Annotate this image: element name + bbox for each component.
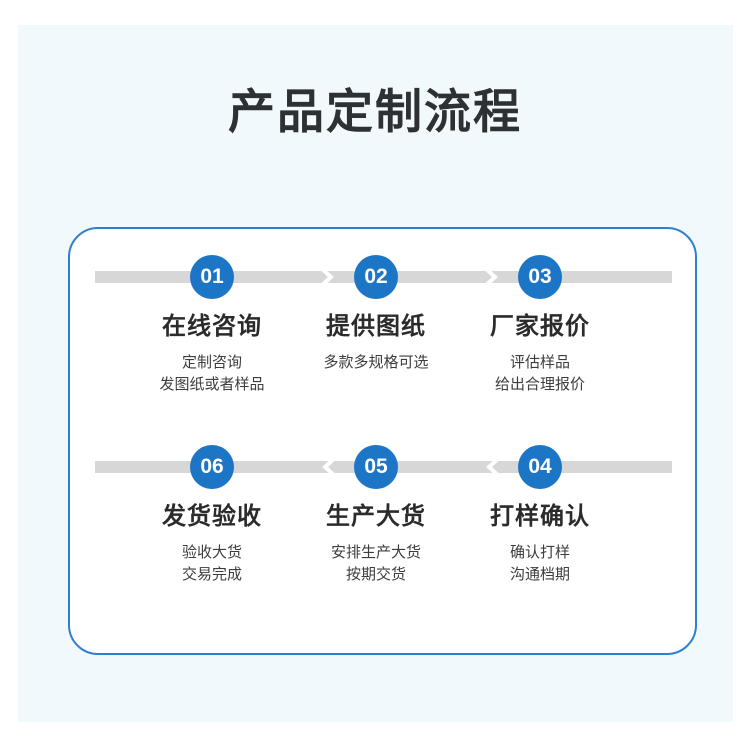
step-description: 评估样品给出合理报价 bbox=[430, 352, 650, 396]
process-flow-row-2: 06 发货验收验收大货交易完成 05 生产大货安排生产大货按期交货 04 打样确认确认打样… bbox=[70, 445, 699, 631]
step-number-badge: 04 bbox=[518, 445, 562, 489]
step-description-line: 验收大货 bbox=[181, 544, 242, 561]
step-description-line: 交易完成 bbox=[181, 566, 242, 583]
step-title: 提供图纸 bbox=[326, 313, 426, 340]
step-description: 定制咨询发图纸或者样品 bbox=[102, 352, 322, 396]
chevron-right-icon bbox=[481, 267, 503, 287]
step-title: 打样确认 bbox=[490, 503, 590, 530]
step-text-block: 打样确认确认打样沟通档期 bbox=[430, 501, 650, 586]
step-description-line: 安排生产大货 bbox=[330, 544, 421, 561]
step-description: 多款多规格可选 bbox=[266, 352, 486, 374]
step-title: 发货验收 bbox=[162, 503, 262, 530]
step-description: 确认打样沟通档期 bbox=[430, 542, 650, 586]
page-title: 产品定制流程 bbox=[228, 85, 522, 138]
step-text-block: 厂家报价评估样品给出合理报价 bbox=[430, 311, 650, 396]
step-text-block: 发货验收验收大货交易完成 bbox=[102, 501, 322, 586]
step-number-badge: 02 bbox=[354, 255, 398, 299]
step-description-line: 沟通档期 bbox=[509, 566, 570, 583]
step-title: 在线咨询 bbox=[162, 313, 262, 340]
step-description: 验收大货交易完成 bbox=[102, 542, 322, 586]
step-description-line: 多款多规格可选 bbox=[323, 354, 429, 371]
step-description-line: 定制咨询 bbox=[181, 354, 242, 371]
step-number-badge: 01 bbox=[190, 255, 234, 299]
step-number-badge: 03 bbox=[518, 255, 562, 299]
chevron-left-icon bbox=[481, 457, 503, 477]
process-flow-card: 01 在线咨询定制咨询发图纸或者样品 02 提供图纸多款多规格可选 03 厂家报价评估样品… bbox=[68, 227, 697, 655]
step-description-line: 发图纸或者样品 bbox=[159, 376, 265, 393]
step-number-badge: 06 bbox=[190, 445, 234, 489]
step-description-line: 按期交货 bbox=[345, 566, 406, 583]
step-text-block: 生产大货安排生产大货按期交货 bbox=[266, 501, 486, 586]
step-description: 安排生产大货按期交货 bbox=[266, 542, 486, 586]
step-description-line: 确认打样 bbox=[509, 544, 570, 561]
step-description-line: 评估样品 bbox=[509, 354, 570, 371]
step-text-block: 在线咨询定制咨询发图纸或者样品 bbox=[102, 311, 322, 396]
process-flow-row-1: 01 在线咨询定制咨询发图纸或者样品 02 提供图纸多款多规格可选 03 厂家报价评估样品… bbox=[70, 255, 699, 441]
chevron-right-icon bbox=[317, 267, 339, 287]
chevron-left-icon bbox=[317, 457, 339, 477]
step-title: 生产大货 bbox=[326, 503, 426, 530]
step-description-line: 给出合理报价 bbox=[494, 376, 585, 393]
step-number-badge: 05 bbox=[354, 445, 398, 489]
step-title: 厂家报价 bbox=[490, 313, 590, 340]
step-text-block: 提供图纸多款多规格可选 bbox=[266, 311, 486, 374]
